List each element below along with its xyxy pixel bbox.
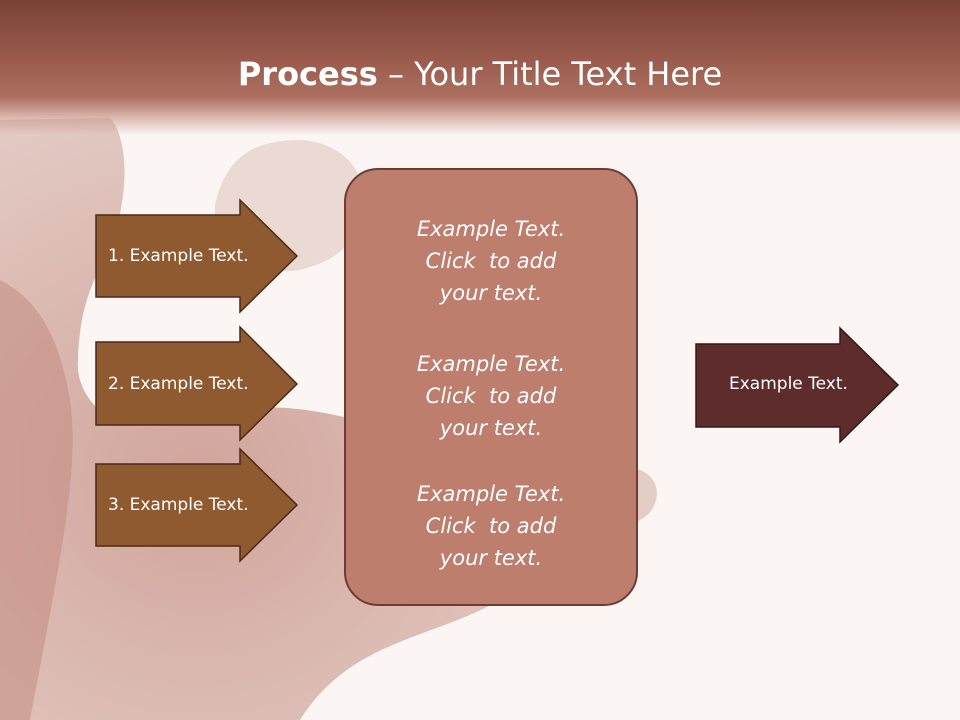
slide-title: Process – Your Title Text Here <box>0 52 960 96</box>
center-block-3-line-2: Click to add <box>425 514 557 538</box>
center-block-2-line-2: Click to add <box>425 384 557 408</box>
center-block-3: Example Text. Click to add your text. <box>344 478 638 574</box>
center-block-2-line-1: Example Text. <box>416 352 566 376</box>
center-block-1-line-1: Example Text. <box>416 217 566 241</box>
right-arrow-label: Example Text. <box>729 374 848 394</box>
center-block-1-line-2: Click to add <box>425 249 557 273</box>
center-block-1: Example Text. Click to add your text. <box>344 213 638 309</box>
arrow-1-label: 1. Example Text. <box>108 246 249 266</box>
center-box <box>344 168 638 606</box>
title-rest: – Your Title Text Here <box>377 55 723 93</box>
center-block-2: Example Text. Click to add your text. <box>344 348 638 444</box>
arrow-3-label: 3. Example Text. <box>108 495 249 515</box>
arrow-2-label: 2. Example Text. <box>108 374 249 394</box>
center-block-2-line-3: your text. <box>439 416 543 440</box>
title-bar <box>0 0 960 135</box>
center-block-3-line-3: your text. <box>439 546 543 570</box>
title-bold: Process <box>237 55 378 93</box>
center-block-1-line-3: your text. <box>439 281 543 305</box>
center-block-3-line-1: Example Text. <box>416 482 566 506</box>
